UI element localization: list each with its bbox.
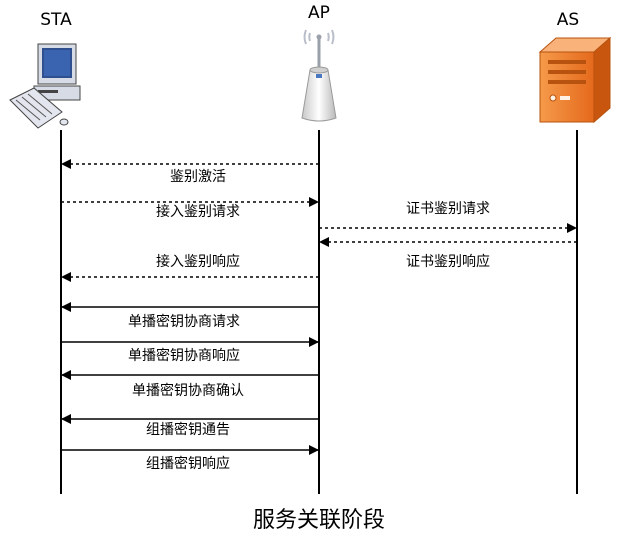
message-label: 接入鉴别请求	[156, 203, 240, 220]
diagram-caption: 服务关联阶段	[253, 508, 385, 533]
server-icon	[538, 36, 612, 124]
message-label: 单播密钥协商请求	[128, 313, 240, 330]
message-label: 接入鉴别响应	[156, 253, 240, 270]
message-label: 单播密钥协商确认	[132, 382, 244, 399]
message-label: 鉴别激活	[170, 168, 226, 185]
message-label: 组播密钥通告	[146, 421, 230, 438]
message-list: 鉴别激活 接入鉴别请求 证书鉴别请求 证书鉴别响应 接入鉴别响应 单播密钥协商请…	[61, 159, 577, 472]
access-point-icon	[301, 29, 337, 122]
computer-icon	[9, 43, 81, 129]
ap-label: AP	[308, 3, 330, 23]
message-label: 证书鉴别请求	[406, 201, 490, 217]
message-label: 组播密钥响应	[146, 455, 230, 472]
as-label: AS	[557, 10, 579, 30]
message-label: 单播密钥协商响应	[128, 347, 240, 364]
sta-label: STA	[40, 10, 72, 30]
message-label: 证书鉴别响应	[406, 253, 490, 270]
